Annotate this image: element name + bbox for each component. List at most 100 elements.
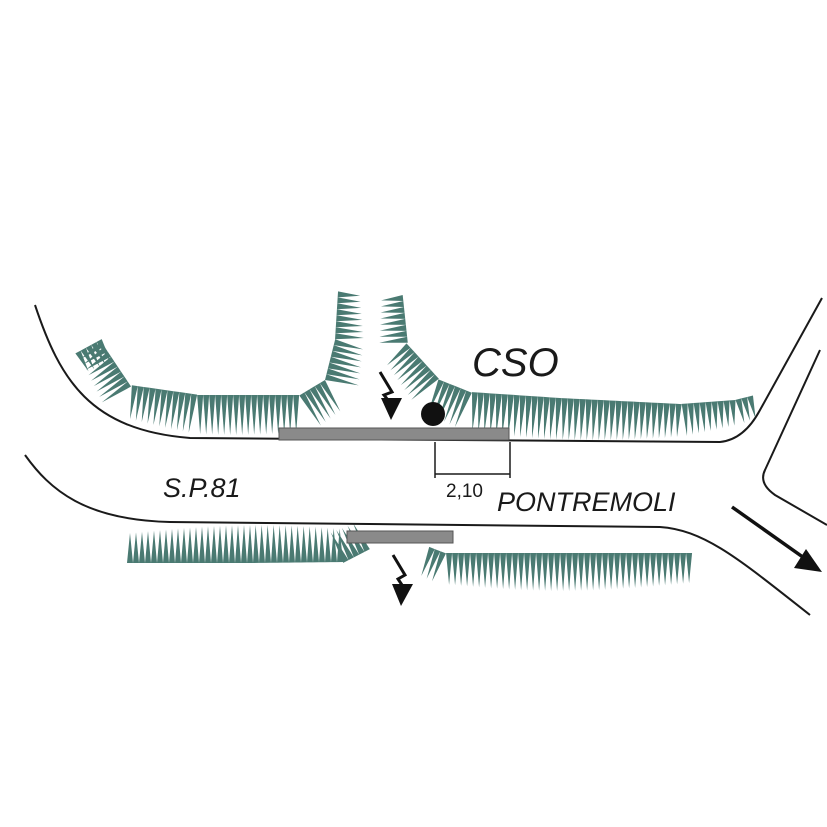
- hatch-tooth: [693, 402, 700, 434]
- hatch-tooth: [400, 361, 427, 386]
- hatch-tooth: [336, 315, 363, 322]
- hatch-tooth: [470, 553, 477, 587]
- town-label: PONTREMOLI: [497, 487, 676, 517]
- hatch-tooth: [597, 399, 604, 441]
- hatch-tooth: [319, 380, 341, 412]
- hatch-tooth: [275, 395, 282, 434]
- hatch-tooth: [645, 402, 652, 439]
- hatch-tooth: [88, 356, 115, 376]
- hatch-tooth: [729, 399, 736, 426]
- point-marker-icon: [421, 402, 445, 426]
- hatch-tooth: [223, 525, 229, 563]
- hatch-tooth: [337, 297, 361, 304]
- hatch-tooth: [386, 343, 411, 366]
- hatch-tooth: [199, 526, 205, 563]
- hatch-tooth: [454, 390, 472, 428]
- hatch-tooth: [217, 525, 223, 563]
- hatch-tooth: [723, 400, 730, 427]
- hatch-tooth: [270, 525, 277, 563]
- hatch-tooth: [668, 553, 675, 585]
- hatch-tooth: [233, 395, 240, 435]
- cso-label: CSO: [472, 341, 559, 385]
- hatch-tooth: [159, 389, 168, 427]
- hatch-tooth: [235, 525, 241, 563]
- hatch-tooth: [327, 362, 361, 374]
- hatch-tooth: [530, 553, 537, 591]
- hatch-tooth: [139, 531, 145, 563]
- hatch-tooth: [330, 350, 362, 362]
- hatch-tooth: [269, 395, 276, 435]
- hatch-tooth: [293, 395, 300, 433]
- hatch-tooth: [379, 324, 407, 331]
- hatch-tooth: [572, 553, 579, 591]
- hatch-tooth: [306, 526, 313, 563]
- hatch-tooth: [596, 553, 603, 591]
- hatch-tooth: [309, 386, 331, 419]
- hatch-tooth: [741, 396, 750, 421]
- road-branch-edge: [762, 349, 827, 526]
- hatch-tooth: [476, 553, 483, 588]
- hatch-tooth: [543, 396, 550, 440]
- hatch-tooth: [93, 366, 122, 387]
- dimension-marker: [434, 442, 511, 478]
- hatch-tooth: [381, 295, 404, 301]
- hatch-tooth: [452, 553, 459, 586]
- hatch-tooth: [312, 526, 319, 563]
- hatch-tooth: [426, 549, 441, 579]
- hatch-tooth: [495, 393, 502, 435]
- hatch-tooth: [663, 403, 670, 438]
- hatch-tooth: [336, 303, 362, 310]
- hatch-tooth: [294, 525, 301, 563]
- hatch-tooth: [99, 376, 128, 398]
- hatch-tooth: [239, 395, 246, 435]
- hatch-tooth: [578, 553, 585, 591]
- hatch-tooth: [519, 395, 526, 438]
- hatch-tooth: [446, 553, 453, 585]
- hatch-tooth: [329, 356, 362, 368]
- hatch-tooth: [182, 392, 192, 432]
- hatch-tooth: [324, 527, 331, 563]
- hatch-tooth: [686, 553, 693, 584]
- dimension-label: 2,10: [446, 481, 483, 502]
- hatch-tooth: [591, 399, 598, 441]
- hatch-tooth: [644, 553, 651, 587]
- hatch-tooth: [567, 398, 574, 441]
- hatch-tooth: [276, 525, 283, 563]
- flow-arrow-icon: [378, 371, 402, 420]
- hatch-tooth: [379, 336, 408, 343]
- hatch-tooth: [379, 330, 408, 337]
- road-code-label: S.P.81: [163, 473, 241, 503]
- hatch-tooth: [407, 369, 435, 396]
- hatch-tooth: [80, 347, 95, 370]
- hatch-tooth: [674, 553, 681, 585]
- hatch-tooth: [687, 403, 694, 435]
- hatch-tooth: [471, 392, 478, 432]
- hatch-tooth: [157, 530, 163, 563]
- flow-arrow-icon: [391, 554, 413, 606]
- hatch-tooth: [80, 341, 105, 359]
- hatch-tooth: [531, 396, 538, 439]
- hatch-tooth: [579, 398, 586, 441]
- direction-arrow-icon: [730, 505, 822, 572]
- hatch-tooth: [669, 403, 676, 438]
- hatch-tooth: [197, 395, 204, 435]
- hatch-tooth: [287, 395, 294, 433]
- hatch-tooth: [300, 526, 307, 563]
- culvert-lower: [346, 530, 454, 544]
- hatch-tooth: [681, 403, 688, 436]
- hatch-tooth: [432, 551, 447, 582]
- hatch-tooth: [330, 532, 349, 563]
- hatch-tooth: [151, 530, 157, 563]
- hatch-tooth: [488, 553, 495, 589]
- hatch-tooth: [639, 401, 646, 440]
- hatch-tooth: [585, 399, 592, 441]
- hatch-tooth: [221, 395, 228, 435]
- hatch-tooth: [603, 400, 610, 441]
- hatch-tooth: [500, 553, 507, 590]
- hatch-tooth: [188, 393, 198, 433]
- hatch-tooth: [187, 527, 193, 563]
- hatch-tooth: [609, 400, 616, 441]
- hatch-tooth: [525, 395, 532, 438]
- hatch-tooth: [501, 394, 508, 436]
